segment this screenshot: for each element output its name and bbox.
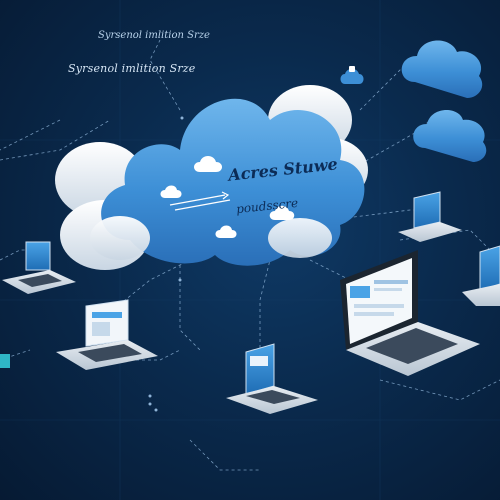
caption-text: Syrsenol imlition Srze xyxy=(68,62,196,75)
caption-text: Syrsenol imlition Srze xyxy=(98,30,210,41)
laptop-icon xyxy=(340,250,480,376)
cloud-icon xyxy=(413,109,487,162)
laptop-icon xyxy=(462,245,500,306)
monitor-icon xyxy=(398,191,462,242)
main-cloud-icon xyxy=(55,85,368,270)
laptop-icon xyxy=(2,241,76,294)
connection-nodes xyxy=(148,116,184,412)
laptop-icon xyxy=(56,299,158,370)
laptop-icon xyxy=(226,343,318,414)
cloud-icon xyxy=(401,40,483,98)
lock-icon xyxy=(340,66,364,84)
monitor-icon xyxy=(0,354,10,368)
